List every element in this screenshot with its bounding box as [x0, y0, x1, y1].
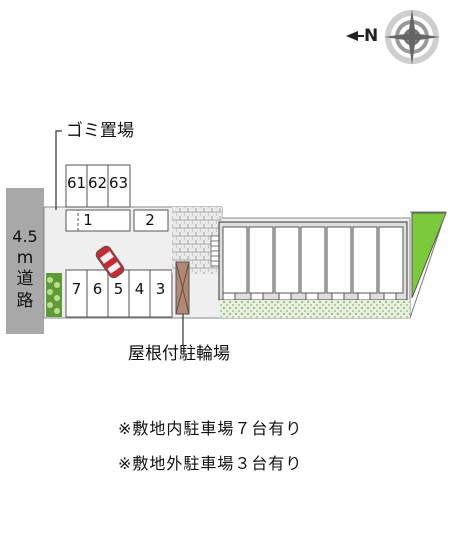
parking-space-1 — [65, 209, 131, 232]
note-offsite-parking: ※敷地外駐車場３台有り — [118, 454, 303, 473]
garbage-area-label: ゴミ置場 — [66, 121, 134, 141]
space-number: 63 — [108, 174, 129, 192]
bike-space-row — [65, 164, 131, 208]
space-number: 4 — [134, 280, 145, 298]
space-number: 2 — [145, 211, 155, 229]
space-number: 7 — [71, 280, 82, 298]
space-number: 1 — [83, 211, 93, 229]
hedge-strip — [46, 273, 62, 317]
garbage-leader-line — [55, 130, 62, 210]
road — [6, 188, 44, 334]
garden-triangle — [411, 212, 447, 299]
compass-rose — [384, 9, 440, 65]
road-width-label: 4.5 — [12, 227, 38, 246]
apartment-building — [218, 221, 408, 301]
space-number: 5 — [113, 280, 124, 298]
bike-parking-label: 屋根付駐輪場 — [128, 344, 230, 364]
space-number: 6 — [92, 280, 103, 298]
car-icon — [95, 245, 125, 279]
parking-space-2 — [133, 209, 169, 232]
road-name-char-2: 路 — [16, 291, 34, 311]
note-onsite-parking: ※敷地内駐車場７台有り — [118, 419, 303, 438]
space-number: 61 — [66, 174, 87, 192]
road-name-char-1: 道 — [16, 269, 34, 289]
lawn-strip — [219, 300, 410, 318]
north-label: N — [364, 26, 379, 46]
covered-bike-parking — [175, 261, 190, 315]
north-arrow — [346, 31, 364, 41]
space-number: 3 — [155, 280, 166, 298]
space-number: 62 — [87, 174, 108, 192]
parking-row-bottom — [65, 269, 173, 318]
road-unit-label: m — [16, 248, 34, 268]
